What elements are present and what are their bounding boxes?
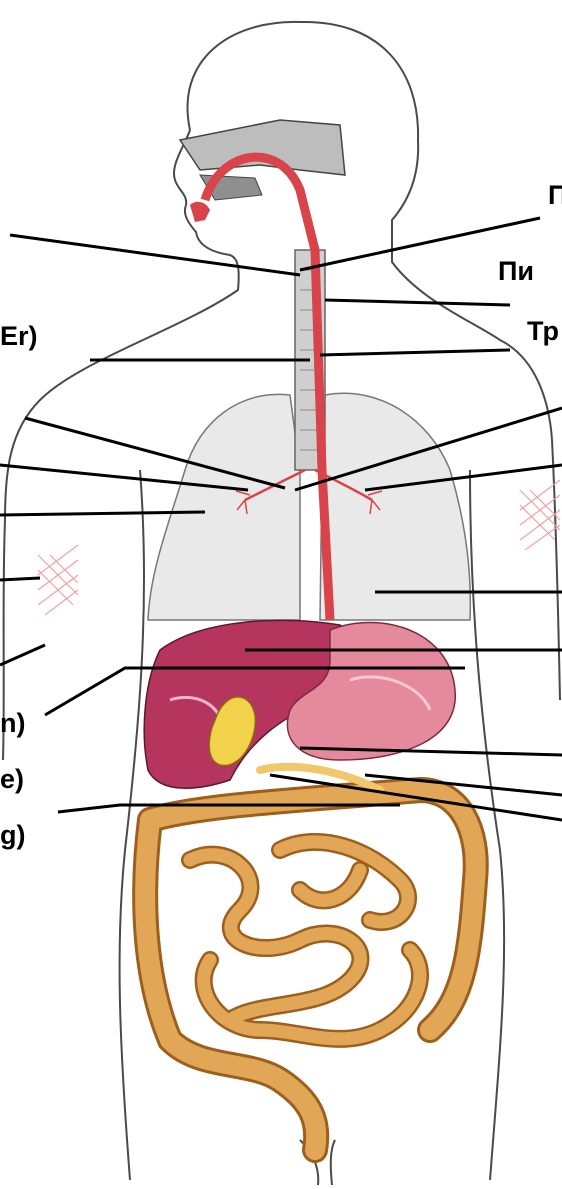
- leader-line: [10, 235, 300, 275]
- label-left-n: n): [0, 710, 25, 737]
- leader-line: [0, 578, 40, 580]
- label-left-g: g): [0, 822, 25, 849]
- label-left-er: Er): [0, 323, 38, 350]
- label-left-e: e): [0, 766, 24, 793]
- label-trachea-fragment: Тр: [527, 318, 559, 345]
- label-pharynx-fragment: Пи: [498, 258, 534, 285]
- head-airway: [180, 120, 345, 222]
- leader-line: [320, 350, 510, 355]
- leader-line: [0, 645, 45, 665]
- leader-line: [325, 300, 510, 305]
- label-top-right-fragment: П: [548, 182, 562, 209]
- hatch-marker-left: [38, 545, 78, 615]
- small-intestine: [190, 842, 420, 1039]
